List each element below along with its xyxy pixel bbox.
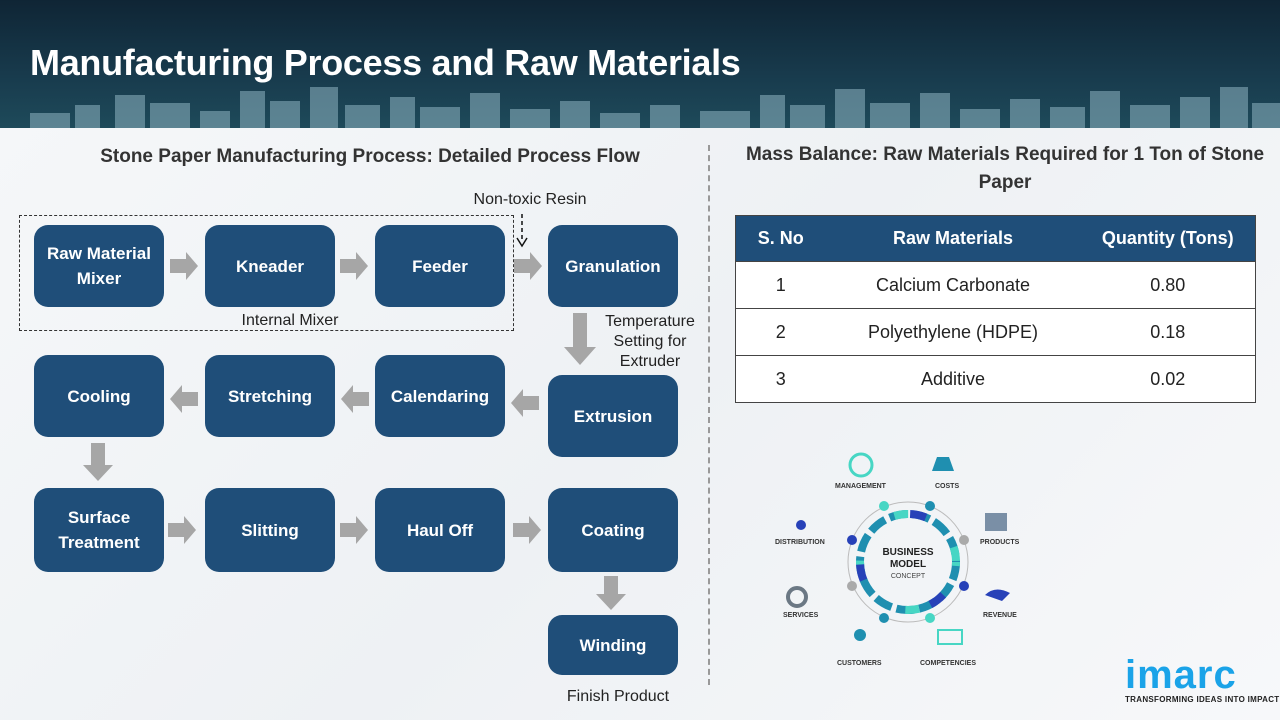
step-calendaring: Calendaring bbox=[375, 355, 505, 437]
products-icon bbox=[985, 513, 1007, 531]
cell-material: Additive bbox=[825, 355, 1081, 403]
cell-sno: 3 bbox=[735, 355, 826, 403]
business-model-graphic: BUSINESS MODEL CONCEPT MANAGEMENT COSTS … bbox=[775, 445, 1025, 670]
column-header-raw-materials: Raw Materials bbox=[825, 215, 1081, 262]
step-cooling: Cooling bbox=[34, 355, 164, 437]
services-icon bbox=[786, 586, 808, 608]
bm-center-line-3: CONCEPT bbox=[891, 573, 926, 580]
cell-quantity: 0.80 bbox=[1080, 261, 1256, 309]
internal-mixer-label: Internal Mixer bbox=[241, 312, 339, 329]
arrow-down-1 bbox=[564, 313, 596, 365]
arrow-left-1 bbox=[170, 385, 198, 413]
temperature-setting-label: Temperature Setting for Extruder bbox=[605, 313, 695, 370]
business-model-ring: BUSINESS MODEL CONCEPT bbox=[786, 452, 1010, 645]
cell-material: Polyethylene (HDPE) bbox=[825, 308, 1081, 356]
column-header-sno: S. No bbox=[735, 215, 826, 262]
arrow-left-3 bbox=[511, 389, 539, 417]
step-winding: Winding bbox=[548, 615, 678, 675]
resin-dashed-arrow bbox=[516, 214, 528, 248]
page-title: Manufacturing Process and Raw Materials bbox=[30, 42, 741, 83]
finish-product-label: Finish Product bbox=[566, 688, 670, 705]
competencies-icon bbox=[937, 629, 963, 645]
bm-label-revenue: REVENUE bbox=[983, 612, 1017, 619]
arrow-right-5 bbox=[340, 516, 368, 544]
arrow-down-2 bbox=[83, 443, 113, 481]
bm-center-line-1: BUSINESS bbox=[882, 547, 933, 558]
arrow-right-1 bbox=[170, 252, 198, 280]
bm-label-services: SERVICES bbox=[783, 612, 819, 619]
arrow-left-2 bbox=[341, 385, 369, 413]
revenue-icon bbox=[985, 589, 1010, 601]
bm-center-line-2: MODEL bbox=[890, 559, 926, 570]
arrow-right-2 bbox=[340, 252, 368, 280]
cell-quantity: 0.02 bbox=[1080, 355, 1256, 403]
cell-quantity: 0.18 bbox=[1080, 308, 1256, 356]
costs-icon bbox=[932, 457, 954, 471]
step-feeder: Feeder bbox=[375, 225, 505, 307]
management-icon bbox=[848, 452, 874, 478]
bm-label-distribution: DISTRIBUTION bbox=[775, 539, 825, 546]
cell-material: Calcium Carbonate bbox=[825, 261, 1081, 309]
mass-balance-table: S. No Raw Materials Quantity (Tons) 1 Ca… bbox=[735, 215, 1256, 403]
imarc-logo: imarc TRANSFORMING IDEAS INTO IMPACT bbox=[1125, 655, 1279, 704]
distribution-icon bbox=[796, 520, 806, 530]
step-haul-off: Haul Off bbox=[375, 488, 505, 572]
bm-label-products: PRODUCTS bbox=[980, 539, 1020, 546]
step-kneader: Kneader bbox=[205, 225, 335, 307]
step-surface-treatment: Surface Treatment bbox=[34, 488, 164, 572]
step-coating: Coating bbox=[548, 488, 678, 572]
internal-mixer-frame bbox=[19, 215, 514, 331]
bm-label-costs: COSTS bbox=[935, 483, 960, 490]
process-flow-title: Stone Paper Manufacturing Process: Detai… bbox=[100, 146, 640, 167]
step-extrusion: Extrusion bbox=[548, 375, 678, 457]
table-row: 2 Polyethylene (HDPE) 0.18 bbox=[735, 308, 1256, 356]
bm-label-competencies: COMPETENCIES bbox=[920, 660, 977, 667]
table-header-row: S. No Raw Materials Quantity (Tons) bbox=[735, 215, 1256, 262]
brand-name: imarc bbox=[1125, 653, 1237, 697]
arrow-down-3 bbox=[596, 576, 626, 610]
brand-tagline: TRANSFORMING IDEAS INTO IMPACT bbox=[1125, 695, 1280, 704]
step-stretching: Stretching bbox=[205, 355, 335, 437]
customers-icon bbox=[854, 629, 866, 641]
step-slitting: Slitting bbox=[205, 488, 335, 572]
column-header-quantity: Quantity (Tons) bbox=[1080, 215, 1256, 262]
bm-label-customers: CUSTOMERS bbox=[837, 660, 882, 667]
step-granulation: Granulation bbox=[548, 225, 678, 307]
cell-sno: 1 bbox=[735, 261, 826, 309]
cell-sno: 2 bbox=[735, 308, 826, 356]
section-divider bbox=[708, 145, 710, 685]
bm-label-management: MANAGEMENT bbox=[835, 483, 886, 490]
arrow-right-3 bbox=[514, 252, 542, 280]
table-row: 3 Additive 0.02 bbox=[735, 355, 1256, 403]
non-toxic-resin-label: Non-toxic Resin bbox=[473, 191, 587, 208]
city-skyline-graphic bbox=[30, 87, 1280, 128]
arrow-right-6 bbox=[513, 516, 541, 544]
arrow-right-4 bbox=[168, 516, 196, 544]
mass-balance-title: Mass Balance: Raw Materials Required for… bbox=[745, 144, 1265, 193]
table-row: 1 Calcium Carbonate 0.80 bbox=[735, 261, 1256, 309]
header-banner: Manufacturing Process and Raw Materials bbox=[0, 0, 1280, 128]
step-raw-material-mixer: Raw Material Mixer bbox=[34, 225, 164, 307]
